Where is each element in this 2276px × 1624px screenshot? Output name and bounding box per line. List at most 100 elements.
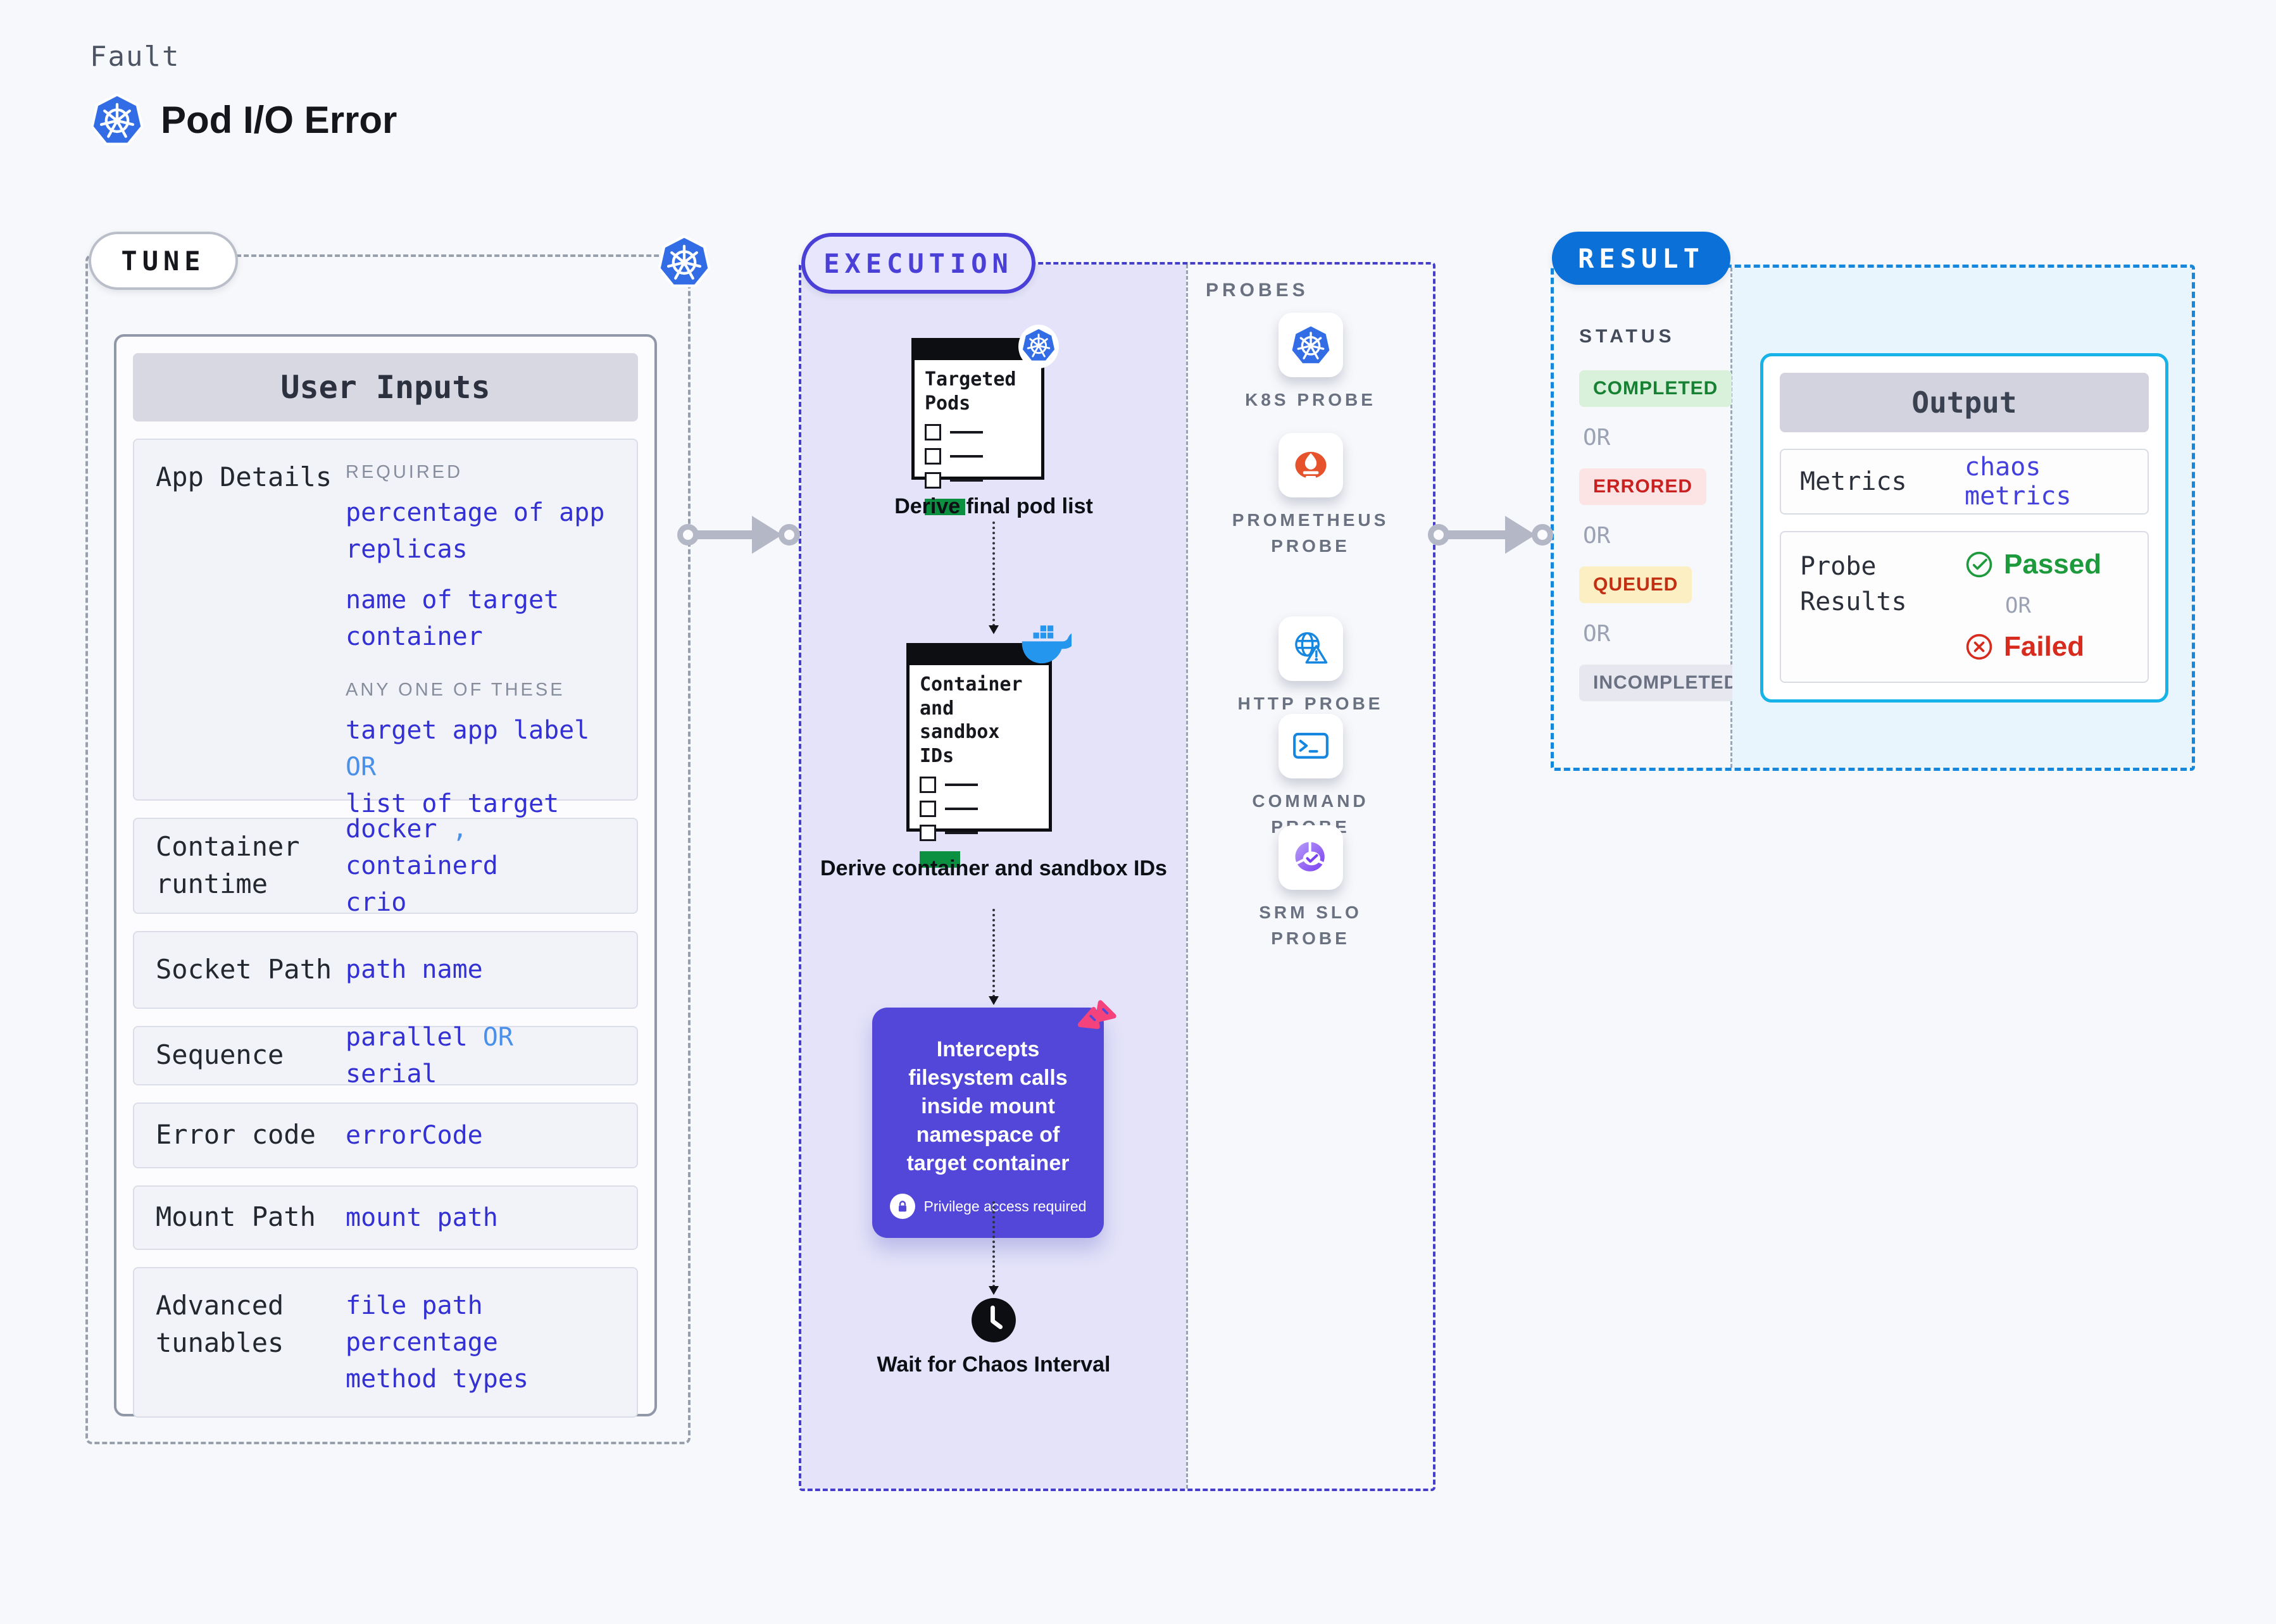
input-value: name of target container (346, 585, 560, 652)
chaos-icon (1073, 995, 1122, 1043)
lock-icon (889, 1194, 915, 1220)
checkbox-row (920, 777, 1039, 793)
output-card: Output Metrics chaos metrics Probe Resul… (1760, 353, 2168, 703)
docker-icon (1021, 625, 1072, 670)
probe-item: PROMETHEUS PROBE (1188, 433, 1433, 559)
targeted-pods-card: Targeted Pods (911, 325, 1059, 515)
input-label: App Details (156, 461, 332, 492)
input-row-sequence: Sequence parallel OR serial (133, 1022, 638, 1089)
card-title: Targeted Pods (925, 368, 1016, 415)
input-label: Mount Path (156, 1201, 316, 1233)
kubernetes-icon (1278, 313, 1343, 377)
page-title: Pod I/O Error (161, 98, 397, 141)
kubernetes-icon (1018, 325, 1059, 368)
input-value: mount path (346, 1202, 498, 1232)
metrics-value: chaos metrics (1965, 453, 2072, 511)
execution-to-result-arrow (1428, 515, 1553, 555)
or-separator: OR (346, 753, 377, 782)
failed-label: Failed (2004, 631, 2085, 662)
page-header: Pod I/O Error (90, 92, 397, 147)
kubernetes-icon (90, 92, 144, 147)
tune-section-pill: TUNE (89, 232, 238, 290)
flow-connector (989, 909, 999, 1005)
privilege-note: Privilege access required (923, 1197, 1087, 1215)
probes-panel: PROBES K8S PROBE PROMETHEUS PROBE HTTP P… (1186, 265, 1433, 1489)
input-label: Container runtime (156, 831, 300, 899)
flow-connector (989, 1201, 999, 1295)
checkbox-row (920, 825, 1039, 841)
or-separator: OR (1583, 425, 1611, 451)
x-circle-icon (1965, 632, 1994, 661)
input-value: target app label (346, 716, 590, 746)
intercept-description: Intercepts filesystem calls inside mount… (906, 1037, 1070, 1175)
globe-warning-icon (1278, 616, 1343, 681)
probe-name: PROMETHEUS PROBE (1232, 510, 1389, 556)
prometheus-icon (1278, 433, 1343, 497)
probe-results-row: Probe Results Passed OR Failed (1780, 531, 2149, 683)
required-label: REQUIRED (346, 462, 463, 482)
execution-flow-panel: Targeted Pods Derive final pod list (801, 265, 1186, 1489)
input-value: containerd (346, 851, 498, 880)
any-one-label: ANY ONE OF THESE (346, 680, 565, 701)
step-caption: Derive container and sandbox IDs (820, 856, 1167, 880)
probe-item: COMMAND PROBE (1188, 714, 1433, 840)
card-title: Container and sandbox IDs (920, 673, 1023, 767)
input-value: crio (346, 888, 407, 917)
execution-section: Targeted Pods Derive final pod list (799, 262, 1435, 1491)
output-title: Output (1780, 373, 2149, 432)
slo-donut-check-icon (1278, 825, 1343, 890)
or-separator: OR (1583, 621, 1611, 647)
or-separator: OR (1583, 523, 1611, 549)
probe-item: K8S PROBE (1188, 313, 1433, 413)
input-row-advanced-tunables: Advanced tunables file path percentage m… (133, 1266, 638, 1418)
status-badge-queued: QUEUED (1579, 566, 1692, 603)
metrics-label: Metrics (1800, 467, 1907, 496)
input-label: Error code (156, 1119, 316, 1151)
execution-section-pill: EXECUTION (801, 233, 1035, 294)
output-area: Output Metrics chaos metrics Probe Resul… (1732, 268, 2192, 768)
input-label: Sequence (156, 1039, 284, 1071)
probe-name: HTTP PROBE (1237, 694, 1384, 713)
status-badge-completed: COMPLETED (1579, 370, 1732, 407)
input-value: percentage of app replicas (346, 498, 605, 565)
or-separator: OR (482, 1022, 513, 1052)
input-value: percentage (346, 1327, 498, 1357)
passed-label: Passed (2004, 549, 2102, 580)
comma-separator: , (452, 815, 468, 844)
checkbox-row (925, 448, 1031, 465)
input-row-error-code: Error code errorCode (133, 1102, 638, 1168)
intercept-step-card: Intercepts filesystem calls inside mount… (872, 1008, 1104, 1239)
input-row-socket-path: Socket Path path name (133, 931, 638, 1009)
checkbox-row (925, 472, 1031, 489)
tune-to-execution-arrow (677, 515, 800, 555)
input-label: Advanced tunables (156, 1289, 284, 1358)
input-value: parallel (346, 1022, 468, 1052)
probe-item: SRM SLO PROBE (1188, 825, 1433, 951)
input-label: Socket Path (156, 954, 332, 985)
passed-status: Passed (1965, 549, 2101, 580)
progress-bar (925, 499, 965, 515)
status-heading: STATUS (1579, 326, 1675, 347)
failed-status: Failed (1965, 631, 2101, 663)
checkbox-row (925, 424, 1031, 440)
probes-heading: PROBES (1206, 280, 1309, 301)
status-column: STATUS COMPLETED OR ERRORED OR QUEUED OR… (1554, 268, 1753, 768)
input-row-app-details: App Details REQUIRED percentage of app r… (133, 439, 638, 855)
user-inputs-card: User Inputs App Details REQUIRED percent… (114, 334, 657, 1418)
probe-item: HTTP PROBE (1188, 616, 1433, 717)
fault-eyebrow: Fault (90, 41, 180, 73)
progress-bar (920, 851, 960, 868)
checkbox-row (920, 801, 1039, 817)
input-value: docker (346, 815, 437, 844)
input-value: serial (346, 1059, 437, 1089)
clock-icon (970, 1296, 1018, 1344)
user-inputs-title: User Inputs (133, 353, 638, 422)
metrics-row: Metrics chaos metrics (1780, 449, 2149, 515)
input-value: method types (346, 1364, 528, 1394)
result-section-pill: RESULT (1552, 232, 1730, 285)
result-section: STATUS COMPLETED OR ERRORED OR QUEUED OR… (1551, 265, 2195, 771)
input-row-mount-path: Mount Path mount path (133, 1185, 638, 1250)
flow-connector (989, 522, 999, 634)
or-separator: OR (2005, 593, 2031, 618)
